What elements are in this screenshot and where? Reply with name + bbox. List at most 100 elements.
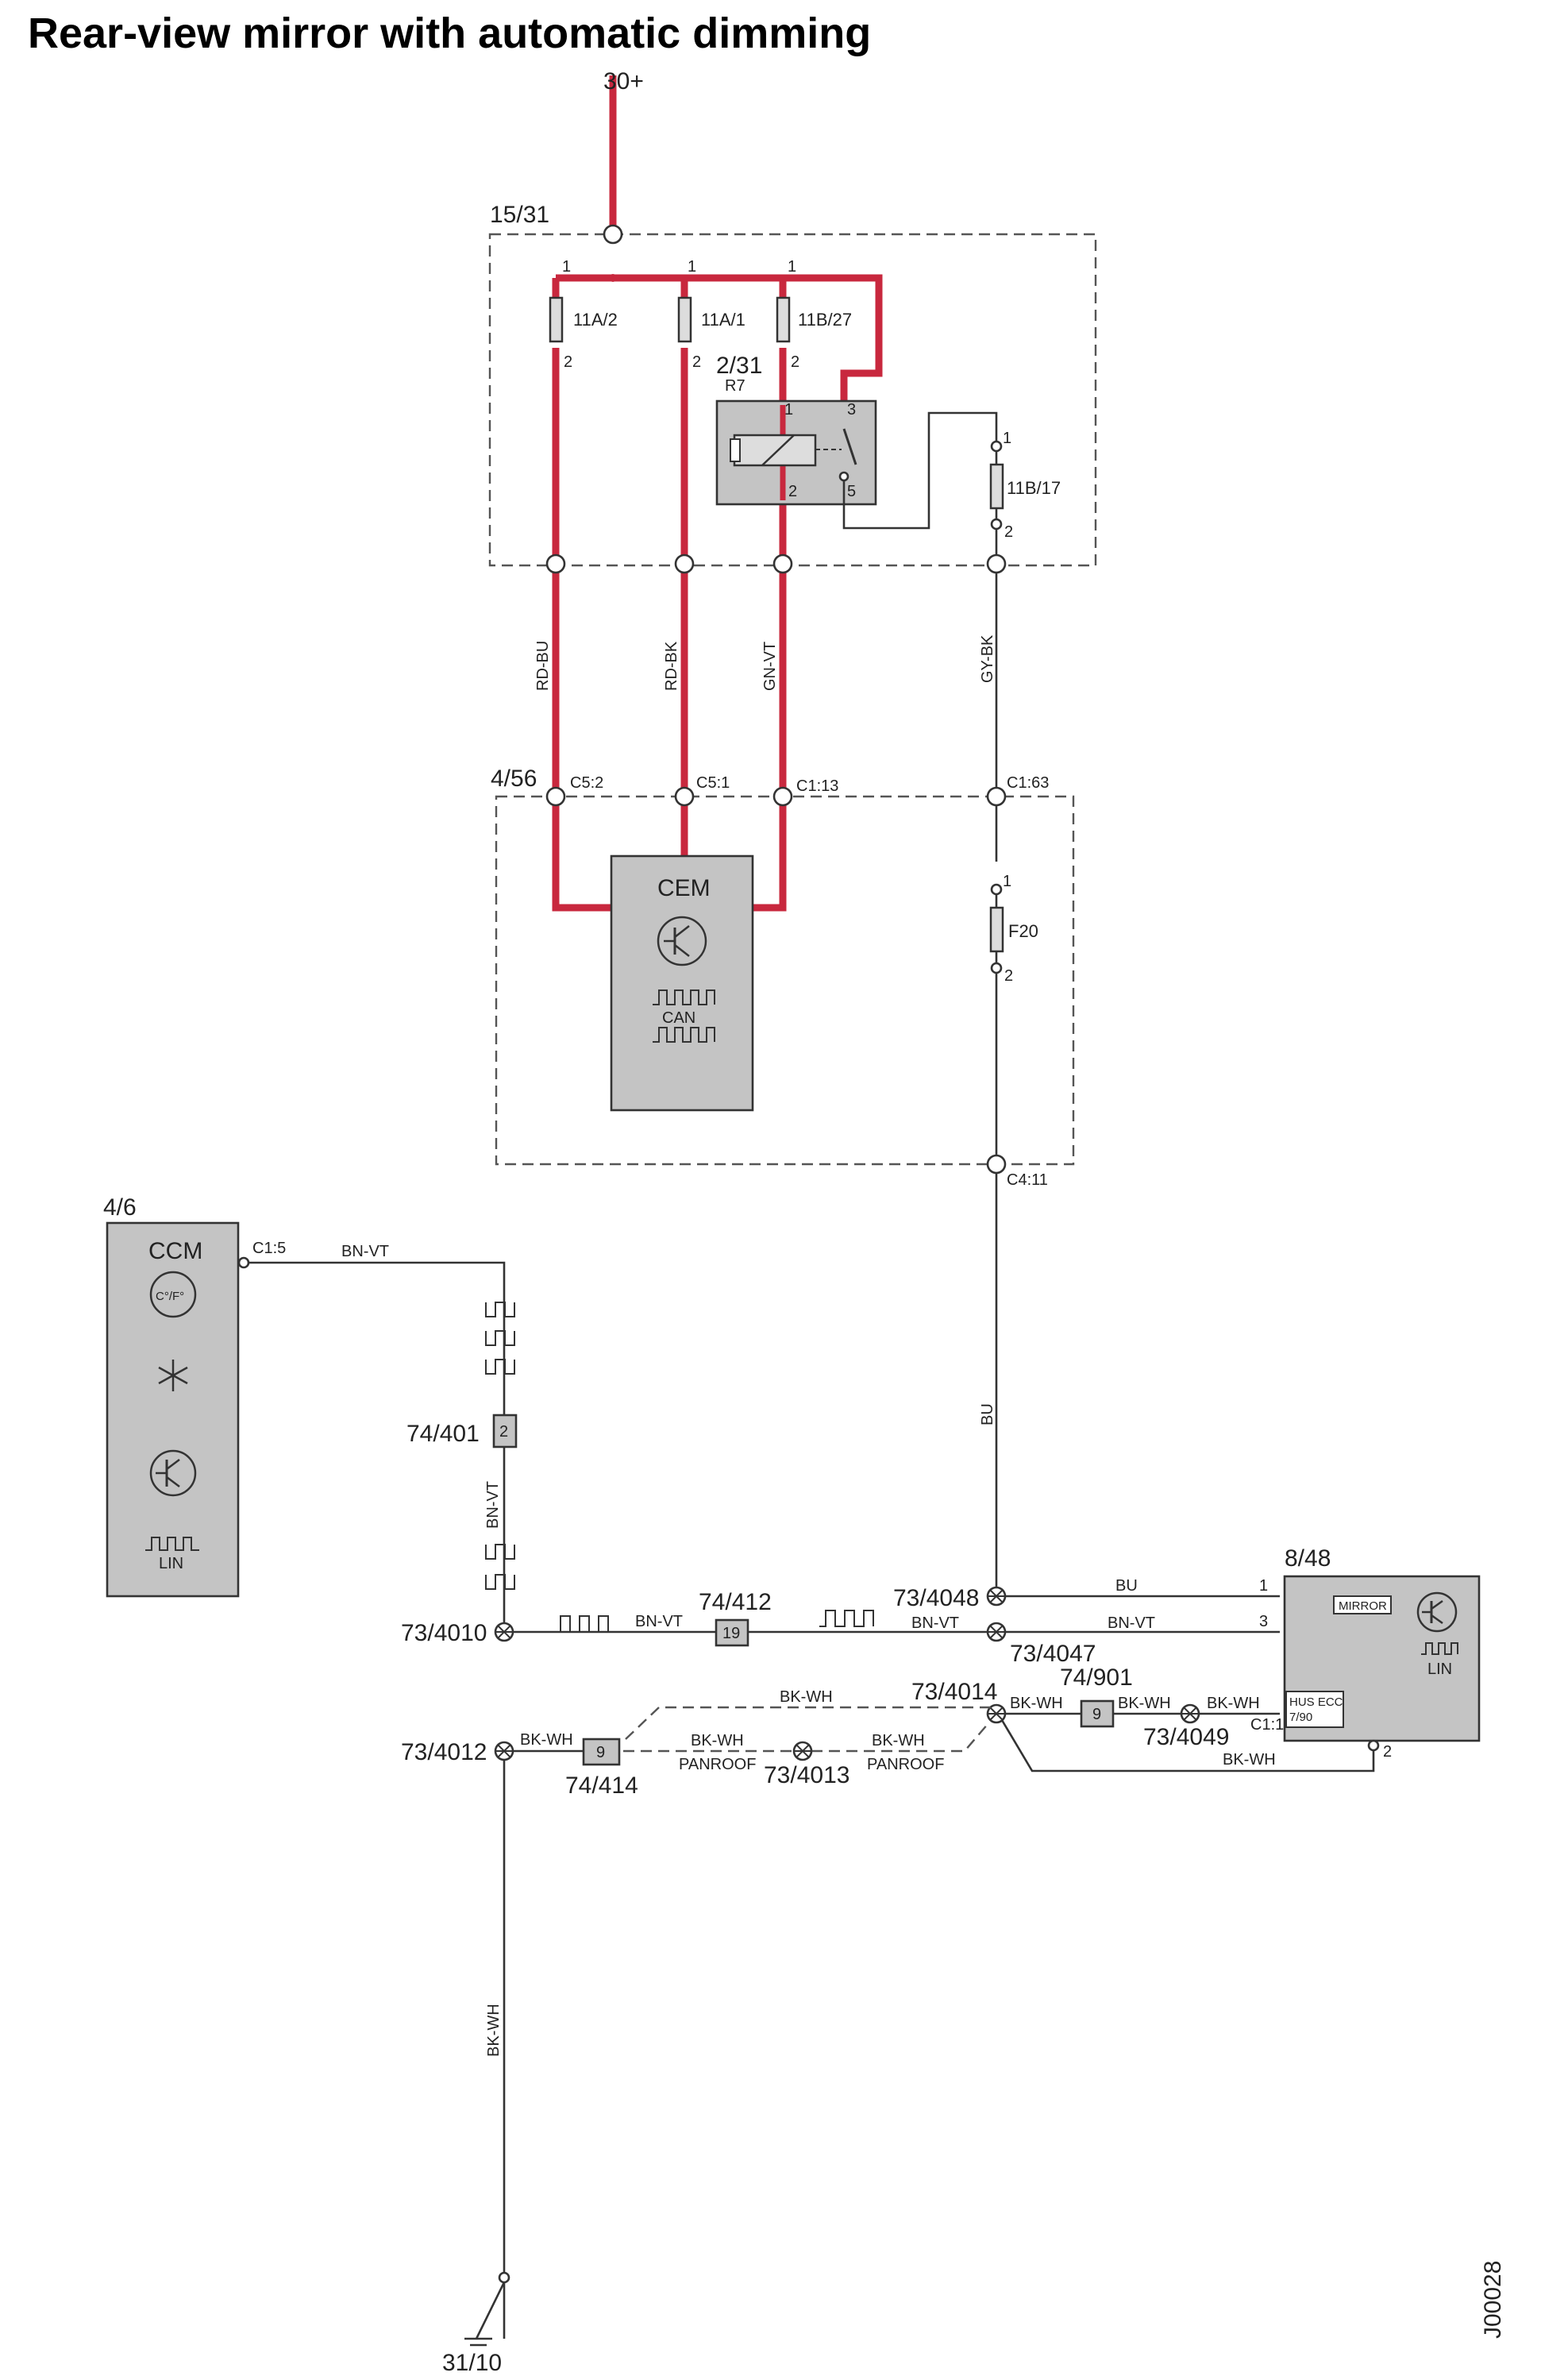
connector-node (772, 786, 793, 807)
connector-id: 74/414 (565, 1772, 638, 1799)
splice-73-4048 (986, 1586, 1007, 1607)
wire-color-label: BN-VT (911, 1614, 959, 1632)
splice-label: 73/4010 (401, 1620, 487, 1646)
ccm-module: 4/6 CCM C°/F° LIN (103, 1194, 240, 1598)
fusebox-outline (488, 233, 1097, 567)
supply-label: 30+ (603, 68, 644, 95)
connector-74-901 (1080, 1699, 1115, 1728)
splice-label: 73/4013 (764, 1762, 849, 1788)
temperature-label: C°/F° (156, 1290, 184, 1303)
splice-label: 73/4048 (893, 1585, 979, 1611)
relay-id: 2/31 (716, 353, 762, 379)
pin-label: 1 (1259, 1577, 1268, 1595)
lin-label: LIN (159, 1555, 183, 1572)
transistor-icon (149, 1449, 197, 1497)
fusebox-exit-node (545, 554, 566, 574)
pin-label: 2 (791, 353, 799, 371)
pin-label: 1 (788, 258, 796, 276)
ccm-id: 4/6 (103, 1194, 137, 1221)
fuse-11a-2: 11A/2 1 2 (549, 258, 618, 371)
pin-label: 1 (784, 401, 793, 419)
pin-label: 1 (1003, 430, 1011, 447)
pin-label: 1 (688, 258, 696, 276)
connector-node (674, 786, 695, 807)
ground-label: 31/10 (442, 2350, 502, 2376)
supply-wires (552, 75, 883, 912)
connector-pin: 9 (1092, 1706, 1101, 1723)
wire-color-label: BK-WH (691, 1732, 744, 1749)
pin-label: 2 (788, 483, 797, 500)
wire-color-label: BN-VT (635, 1613, 683, 1630)
splice-label: 73/4047 (1010, 1641, 1096, 1667)
wire-color-label: BK-WH (780, 1688, 833, 1706)
connector-pin: 19 (722, 1625, 740, 1642)
ground-symbol (464, 2271, 510, 2347)
wire-color-label: BK-WH (1118, 1695, 1171, 1712)
pin-label: 3 (1259, 1613, 1268, 1630)
fusebox-exit-node (674, 554, 695, 574)
pin-label: 5 (847, 483, 856, 500)
splice-label: 73/4014 (911, 1679, 997, 1705)
connector-label: C1:13 (796, 777, 838, 795)
splice-label: 73/4012 (401, 1739, 487, 1765)
ccm-pin-node (237, 1256, 250, 1269)
wire-color-label: BN-VT (341, 1243, 389, 1260)
connector-label: C1:1 (1250, 1716, 1284, 1734)
mirror-tag: MIRROR (1339, 1599, 1387, 1613)
fuse-label: 11A/2 (573, 310, 618, 330)
fuse-11a-1: 11A/1 1 2 (677, 258, 745, 371)
wire-color-label: BK-WH (1207, 1695, 1260, 1712)
wire-color-label: BU (979, 1403, 996, 1425)
splice-label: 73/4049 (1143, 1724, 1229, 1750)
lin-label: LIN (1427, 1661, 1452, 1678)
transistor-icon (657, 916, 707, 966)
bus-junction (609, 274, 617, 282)
fuse-label: 11A/1 (701, 310, 745, 330)
connector-label: C1:5 (252, 1240, 286, 1257)
lin-signal-icon (485, 1302, 515, 1375)
can-bus-icon (653, 989, 715, 1043)
cem-label: CEM (657, 875, 711, 901)
wire-color-label: PANROOF (867, 1756, 944, 1773)
mirror-module: MIRROR LIN HUS ECC 7/90 (1283, 1575, 1481, 1742)
transistor-icon (1416, 1591, 1458, 1633)
pin-label: 2 (564, 353, 572, 371)
fusebox-exit-node (986, 554, 1007, 574)
pin-label: 2 (1383, 1743, 1392, 1761)
wire-color-label: BK-WH (485, 2004, 503, 2057)
mirror-pin-node (1367, 1739, 1380, 1752)
fuse-11b-17: 11B/17 1 2 (989, 430, 1061, 556)
pin-label: 2 (1004, 967, 1013, 985)
pin-label: 2 (1004, 523, 1013, 541)
pin-label: 1 (1003, 873, 1011, 890)
ccm-label: CCM (148, 1238, 202, 1264)
connector-node (545, 786, 566, 807)
wire-color-label: RD-BK (663, 641, 680, 691)
connector-id: 74/412 (699, 1589, 772, 1615)
wire-color-label: GY-BK (979, 635, 996, 683)
lin-bus-icon (145, 1537, 199, 1551)
lin-signal-icon (485, 1544, 515, 1590)
pin-label: 3 (847, 401, 856, 419)
bk-wh-panroof-wire (625, 1706, 991, 1740)
connector-node (986, 786, 1007, 807)
relay-r7: 2/31 R7 1 2 3 5 (715, 353, 998, 530)
wire-color-label: PANROOF (679, 1756, 756, 1773)
connector-pin: 2 (499, 1423, 508, 1441)
bk-wh-panroof-wire (623, 1722, 989, 1753)
splice-73-4047 (986, 1622, 1007, 1642)
wire-color-label: RD-BU (534, 641, 552, 691)
splice-73-4013 (792, 1741, 813, 1761)
snowflake-icon (158, 1360, 188, 1391)
connector-node (986, 1154, 1007, 1175)
connector-74-412 (715, 1618, 749, 1647)
pin-label: 2 (692, 353, 701, 371)
wire-color-label: BN-VT (484, 1481, 502, 1529)
fusebox-id: 15/31 (490, 202, 549, 228)
connector-label: C5:1 (696, 774, 730, 792)
wire-color-label: BK-WH (1010, 1695, 1063, 1712)
connector-id: 74/401 (406, 1421, 480, 1447)
can-label: CAN (662, 1009, 695, 1027)
splice-73-4010 (494, 1622, 514, 1642)
